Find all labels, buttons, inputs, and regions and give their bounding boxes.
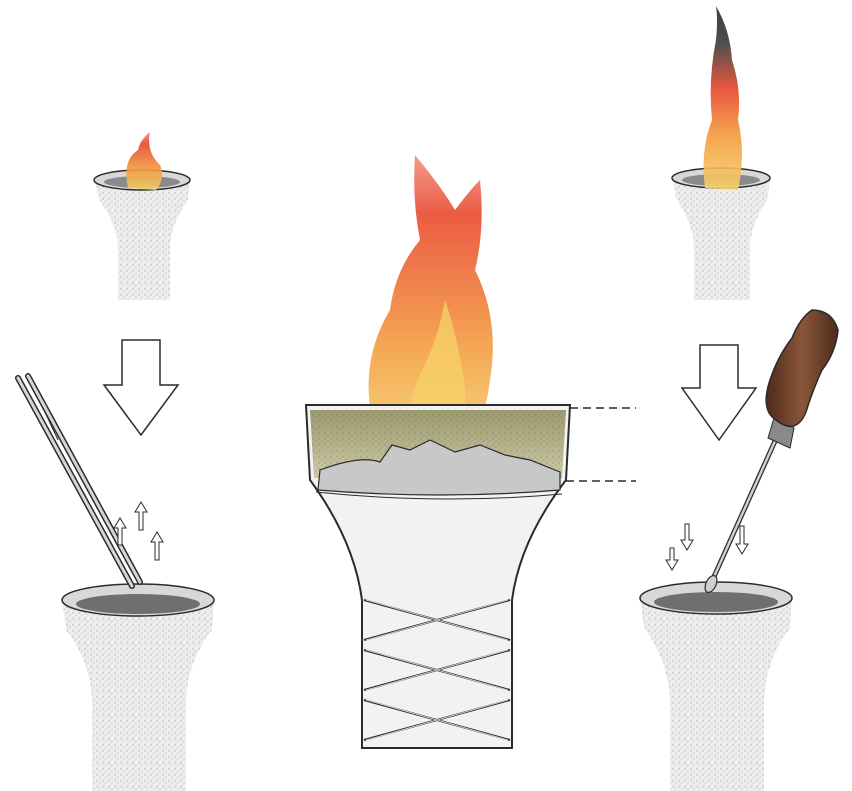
right-top-smoky-flame: [704, 6, 742, 190]
left-down-arrow: [104, 340, 178, 435]
left-bottom-vessel: [62, 584, 214, 791]
level-lines: [566, 408, 636, 481]
left-top-vessel: [94, 170, 190, 300]
right-down-arrow: [682, 345, 756, 440]
center-vessel-cross-section: [306, 405, 570, 748]
right-bottom-vessel: [640, 582, 792, 791]
left-top-flame: [126, 132, 162, 190]
